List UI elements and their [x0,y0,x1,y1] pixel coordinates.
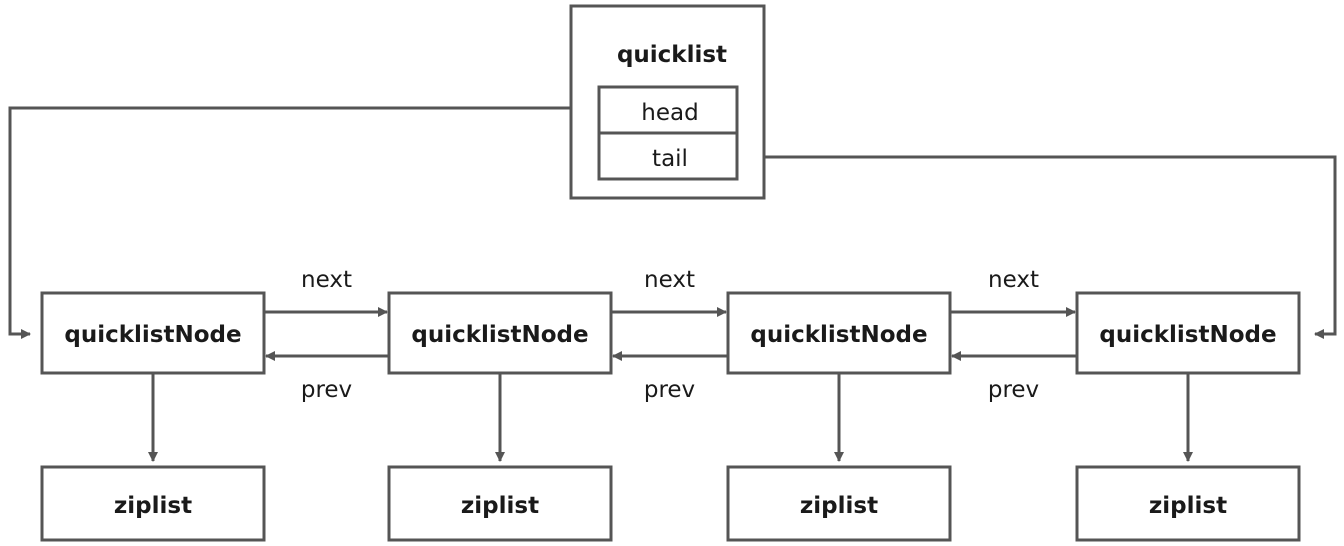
node-link: next prev [611,267,728,403]
quicklist-node: quicklistNode ziplist [1075,291,1301,542]
next-label: next [988,267,1039,293]
quicklist-node: quicklistNode ziplist [726,291,952,542]
ziplist-box [387,465,613,542]
ziplist-box [40,465,266,542]
tail-field-label: tail [652,146,688,172]
node-link: next prev [264,267,389,403]
head-field-box [597,85,739,135]
quicklist-title: quicklist [617,42,727,68]
quicklist-node-label: quicklistNode [64,322,241,348]
next-label: next [644,267,695,293]
nodes-layer: quicklistNode ziplist quicklistNode ziplist… [40,291,1301,542]
quicklist-struct: quicklist head tail [569,4,766,200]
tail-pointer-line [738,155,1337,339]
quicklist-node-box [1075,291,1301,375]
next-label: next [301,267,352,293]
prev-label: prev [301,377,352,403]
ziplist-box [1075,465,1301,542]
tail-field-box [597,131,739,181]
ziplist-label: ziplist [114,493,192,519]
quicklist-node-label: quicklistNode [1099,322,1276,348]
ziplist-box [726,465,952,542]
head-pointer-line [8,106,599,339]
ziplist-label: ziplist [461,493,539,519]
prev-label: prev [988,377,1039,403]
prev-label: prev [644,377,695,403]
links-layer: next prev next prev next prev [264,267,1077,403]
quicklist-node-box [726,291,952,375]
ziplist-label: ziplist [1149,493,1227,519]
node-link: next prev [950,267,1077,403]
quicklist-node: quicklistNode ziplist [387,291,613,542]
quicklist-node-label: quicklistNode [750,322,927,348]
quicklist-node: quicklistNode ziplist [40,291,266,542]
ziplist-label: ziplist [800,493,878,519]
quicklist-node-box [40,291,266,375]
head-field-label: head [641,100,698,126]
quicklist-node-label: quicklistNode [411,322,588,348]
